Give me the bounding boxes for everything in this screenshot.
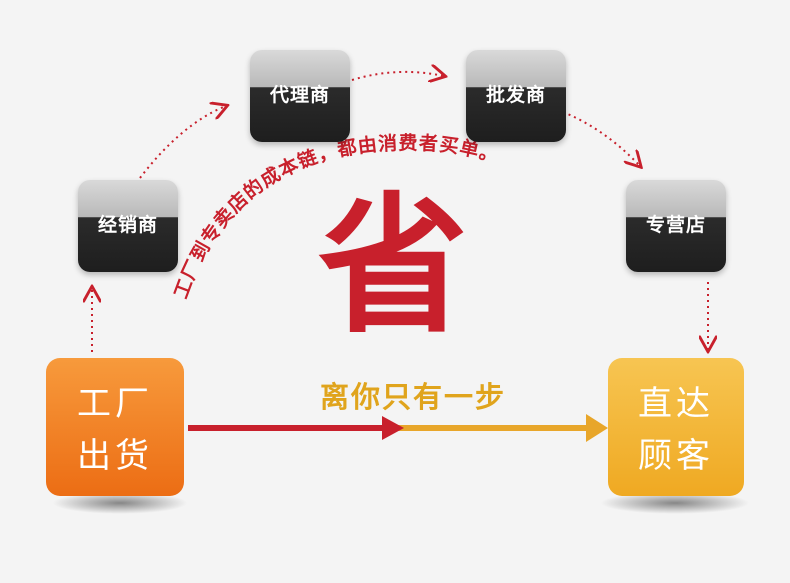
node-daili-label: 代理商 — [269, 84, 330, 106]
direct-arrow-gold-head — [586, 414, 608, 442]
node-daili: 代理商 — [250, 50, 350, 142]
node-jingxiao-label: 经销商 — [97, 214, 158, 236]
save-character: 省 — [317, 178, 468, 354]
source-shadow — [52, 492, 188, 514]
direct-arrow-red-head — [382, 416, 404, 440]
node-pifa: 批发商 — [466, 50, 566, 142]
arrow-pifa-to-zhuanying — [562, 111, 640, 166]
node-zhuanying: 专营店 — [626, 180, 726, 272]
slogan: 离你只有一步 — [320, 380, 507, 414]
target-line2: 顾客 — [638, 436, 714, 476]
node-pifa-label: 批发商 — [485, 84, 546, 106]
source-line2: 出货 — [77, 436, 153, 476]
source-line1: 工厂 — [77, 384, 153, 424]
target-line1: 直达 — [638, 384, 714, 424]
target-shadow — [600, 492, 750, 514]
node-zhuanying-label: 专营店 — [645, 214, 706, 236]
arrow-jingxiao-to-daili — [139, 106, 226, 179]
target-customer-box: 直达 顾客 — [608, 358, 744, 496]
arrow-daili-to-pifa — [351, 72, 444, 80]
node-jingxiao: 经销商 — [78, 180, 178, 272]
source-factory-box: 工厂 出货 — [46, 358, 184, 496]
